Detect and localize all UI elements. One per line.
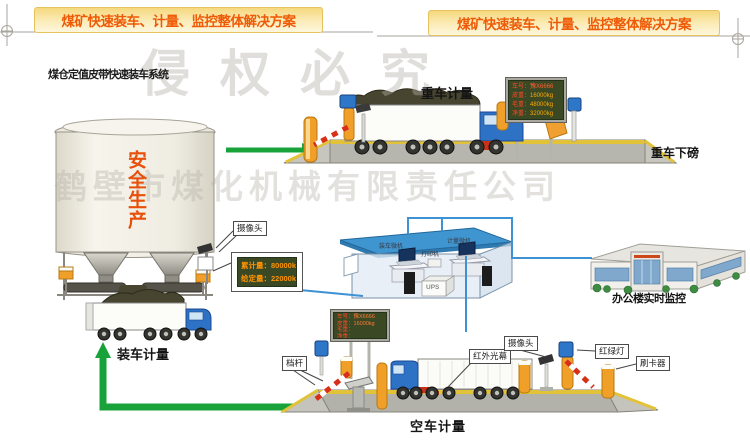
empty-truck-display-screen: 车号：豫X6666 皮重：16000kg 毛重： 净重： (333, 312, 387, 339)
loading-totalizer-screen: 累计量：80000kg 给定量：22000kg (237, 257, 297, 287)
heavy-truck-display-screen: 车号：豫X6666 皮重：16000kg 毛重：48000kg 净重：32000… (508, 80, 564, 120)
label-heavy-exit: 重车下磅 (651, 146, 700, 160)
display-row: 净重： (337, 333, 354, 339)
display-row: 毛重：48000kg (512, 101, 554, 108)
empty-truck-display: 车号：豫X6666 皮重：16000kg 毛重： 净重： (330, 309, 390, 342)
banner-right: 煤矿快速装车、计量、监控整体解决方案 (428, 10, 720, 36)
empty-truck (390, 358, 533, 400)
label-ups: UPS (426, 284, 440, 291)
totalizer-line-total: 累计量：80000kg (241, 261, 297, 270)
totalizer-line-setpoint: 给定量：22000kg (241, 274, 297, 283)
loading-truck (85, 289, 212, 341)
display-row: 车号：豫X6666 (512, 83, 554, 90)
control-room (339, 227, 513, 299)
silo-slogan: 安全生产 (125, 150, 146, 230)
heavy-truck (344, 88, 524, 155)
loading-totalizer-display: 累计量：80000kg 给定量：22000kg (231, 252, 303, 292)
label-office-monitoring: 办公楼实时监控 (612, 293, 686, 305)
callout-light-curtain: 红外光幕 (469, 349, 512, 364)
heavy-truck-display: 车号：豫X6666 皮重：16000kg 毛重：48000kg 净重：32000… (505, 77, 567, 123)
silo-camera-icon (197, 230, 239, 284)
coal-silo (54, 118, 216, 300)
display-row: 毛重： (337, 327, 354, 333)
display-row: 皮重：16000kg (337, 320, 375, 327)
callout-camera-bottom: 摄像头 (504, 336, 538, 351)
system-subtitle: 煤仓定值皮带快速装车系统 (48, 69, 169, 81)
banner-left-text: 煤矿快速装车、计量、监控整体解决方案 (61, 14, 297, 29)
office-building (590, 243, 746, 295)
label-printer: 打印机 (421, 252, 440, 258)
label-loading-pc: 装车微机 (379, 244, 404, 250)
empty-scale-devices (292, 340, 637, 412)
callout-traffic-light: 红绿灯 (595, 344, 629, 359)
display-row: 净重：32000kg (512, 110, 554, 117)
label-loading: 装车计量 (117, 347, 170, 362)
callout-camera-top: 摄像头 (233, 221, 267, 236)
flow-arrow-empty-to-loading (95, 342, 322, 411)
display-row: 车号：豫X6666 (337, 314, 375, 320)
callout-barrier: 档杆 (282, 356, 308, 371)
display-row: 皮重：16000kg (512, 92, 554, 99)
banner-left: 煤矿快速装车、计量、监控整体解决方案 (34, 7, 323, 33)
label-weighing-pc: 计量微机 (447, 239, 472, 245)
label-heavy-weighing: 重车计量 (421, 86, 474, 101)
label-empty-weighing: 空车计量 (410, 419, 467, 434)
banner-right-text: 煤矿快速装车、计量、监控整体解决方案 (457, 17, 692, 32)
callout-card-reader: 刷卡器 (636, 356, 670, 371)
